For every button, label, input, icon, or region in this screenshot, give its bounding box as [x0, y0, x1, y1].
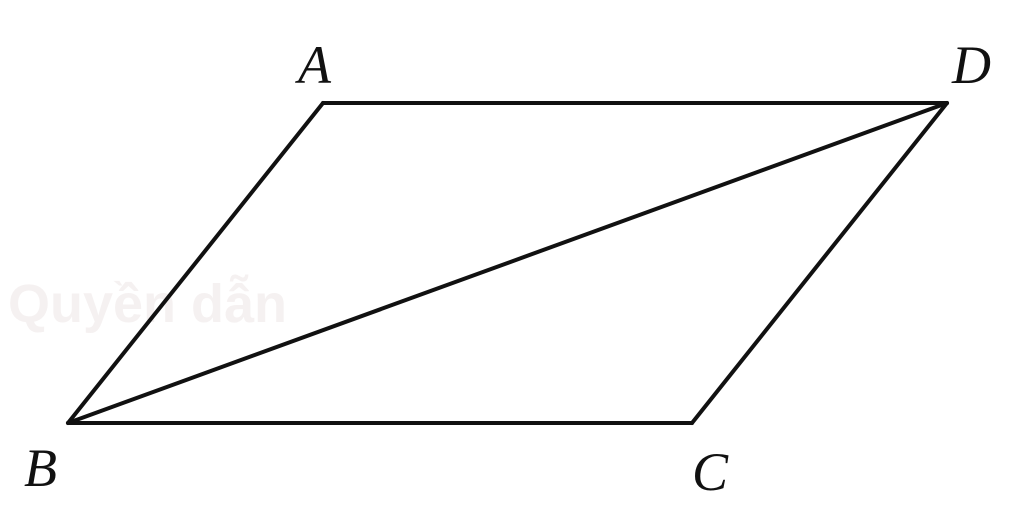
diagonal-bd [66, 101, 949, 425]
edge-ba [66, 101, 325, 425]
vertex-label-d: D [951, 35, 991, 95]
edge-dc [690, 101, 949, 425]
vertex-label-c: C [692, 442, 729, 502]
vertex-label-b: B [24, 438, 57, 498]
vertex-label-a: A [295, 35, 332, 95]
